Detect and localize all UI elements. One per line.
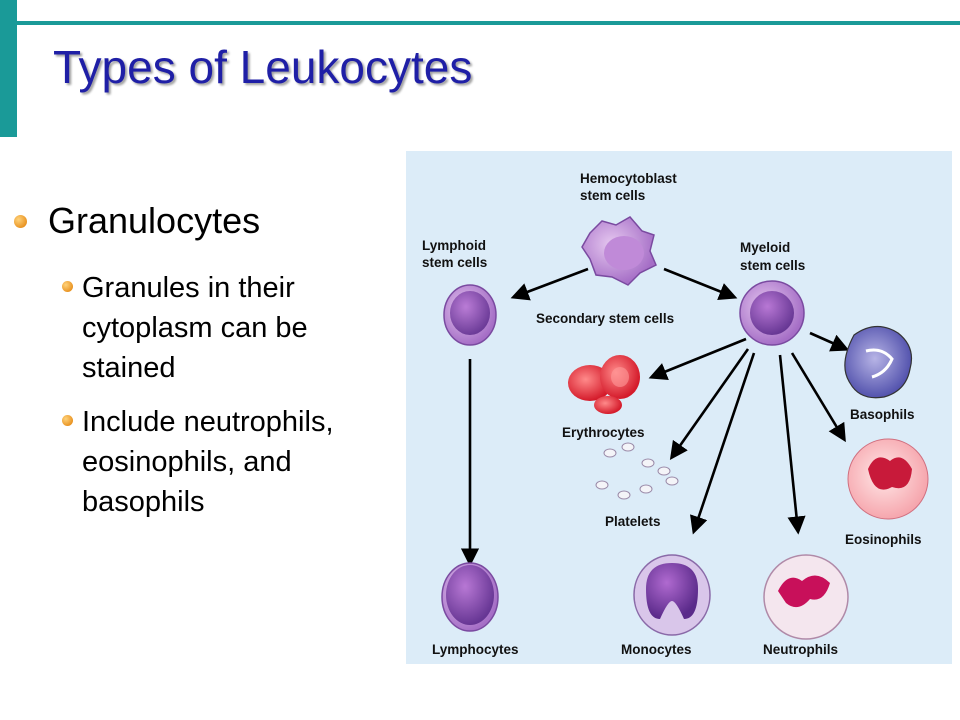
label-lymphoid-sub: stem cells (422, 255, 487, 270)
accent-line (17, 21, 960, 25)
label-basophils: Basophils (850, 407, 915, 422)
sub-bullet-text: Granules in their cytoplasm can be stain… (82, 272, 308, 384)
accent-bar (0, 0, 17, 137)
arrow-to-eosinophils (790, 352, 846, 443)
monocyte-cell-icon (633, 554, 711, 636)
arrow-to-lymphoid (510, 267, 589, 301)
sub-bullet-include: Include neutrophils, eosinophils, and ba… (62, 402, 402, 522)
erythrocyte-cell-icon (568, 355, 640, 414)
label-platelets: Platelets (605, 514, 661, 529)
lymphoid-stem-cell-icon (443, 284, 497, 346)
lymphocyte-cell-icon (441, 562, 499, 632)
arrow-to-platelets (669, 348, 750, 460)
sub-bullet-text: Include neutrophils, eosinophils, and ba… (82, 406, 334, 518)
label-eosinophils: Eosinophils (845, 532, 922, 547)
hemocytoblast-cell-icon (581, 216, 657, 286)
bullet-dot-icon (62, 281, 73, 292)
neutrophil-cell-icon (763, 554, 849, 640)
myeloid-stem-cell-icon (739, 280, 805, 346)
label-myeloid-sub: stem cells (740, 258, 805, 273)
bullet-dot-icon (62, 415, 73, 426)
arrow-to-erythrocytes (648, 337, 747, 380)
bullet-dot-icon (14, 215, 27, 228)
label-neutrophils: Neutrophils (763, 642, 838, 657)
label-hemocytoblast: Hemocytoblast (580, 171, 677, 186)
label-lymphoid: Lymphoid (422, 238, 486, 253)
bullet-text: Granulocytes (48, 200, 261, 241)
bullet-list: Granulocytes Granules in their cytoplasm… (10, 196, 402, 522)
label-monocytes: Monocytes (621, 642, 692, 657)
platelets-icon (595, 442, 679, 500)
label-hemocytoblast-sub: stem cells (580, 188, 645, 203)
arrow-to-myeloid (663, 267, 738, 301)
slide-title: Types of Leukocytes (53, 41, 473, 93)
eosinophil-cell-icon (847, 438, 929, 520)
leukocyte-diagram: Hemocytoblast stem cells Lymphoid stem c… (406, 151, 952, 664)
bullet-granulocytes: Granulocytes (10, 196, 402, 246)
sub-bullet-granules: Granules in their cytoplasm can be stain… (62, 268, 402, 388)
arrow-to-basophils (809, 331, 850, 352)
arrows (460, 267, 850, 567)
basophil-cell-icon (844, 325, 913, 399)
label-secondary: Secondary stem cells (536, 311, 674, 326)
label-myeloid: Myeloid (740, 240, 790, 255)
arrow-to-monocytes (690, 352, 756, 535)
label-erythrocytes: Erythrocytes (562, 425, 645, 440)
label-lymphocytes: Lymphocytes (432, 642, 519, 657)
arrow-to-neutrophils (778, 354, 806, 535)
